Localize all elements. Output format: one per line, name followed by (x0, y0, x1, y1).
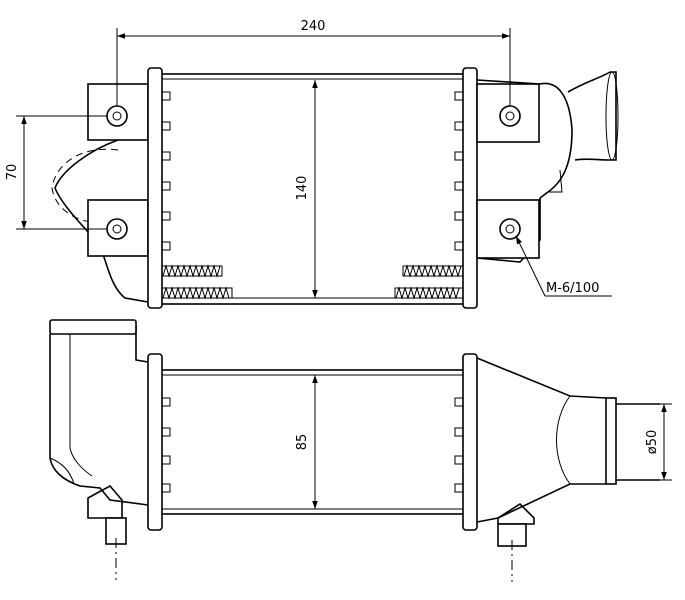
front-left-plate-tabs (162, 397, 171, 493)
left-outlet-tank (49, 334, 149, 506)
left-outlet-tank-bend (49, 457, 75, 485)
right-inlet-pipe-opening (605, 71, 619, 161)
right-end-plate (462, 67, 478, 309)
hole-spacing-dimension: 70 (5, 115, 107, 230)
right-tank-shape (476, 79, 573, 199)
right-inlet-pipe-front (605, 397, 617, 485)
front-left-end-plate (147, 353, 163, 531)
width-dimension: 240 (116, 19, 511, 106)
right-end-plate-tabs (454, 91, 463, 251)
left-foot-bracket (87, 484, 123, 519)
front-view: 85 ø50 (49, 319, 672, 582)
right-inlet-cone (476, 357, 607, 523)
left-lower-bracket (87, 199, 149, 257)
height-dimension-label: 140 (295, 176, 310, 201)
right-inlet-pipe (567, 71, 617, 161)
front-core-body (159, 369, 466, 515)
depth-dimension-label: 85 (295, 434, 310, 451)
pipe-diameter-dimension: ø50 (616, 403, 672, 481)
left-end-plate-tabs (162, 91, 171, 251)
bolt-hole-right-lower (499, 218, 521, 240)
right-lower-bracket (476, 199, 540, 259)
left-outlet-tank-inner (69, 334, 93, 477)
hole-spacing-dimension-label: 70 (5, 164, 20, 181)
right-tank-weld (548, 169, 563, 193)
left-tank-shape (54, 139, 149, 303)
core-body (159, 73, 466, 305)
right-fins (394, 264, 464, 300)
left-end-plate (147, 67, 163, 309)
thread-callout: M-6/100 (515, 235, 612, 297)
right-inlet-cone-curve (556, 395, 571, 485)
left-fins (161, 264, 233, 300)
height-dimension: 140 (295, 80, 318, 298)
pipe-diameter-dimension-label: ø50 (645, 430, 660, 455)
front-right-plate-tabs (454, 397, 463, 493)
thread-callout-label: M-6/100 (546, 281, 599, 296)
right-foot-bracket (497, 502, 535, 525)
left-outlet-pipe-flange (49, 319, 137, 335)
width-dimension-label: 240 (301, 19, 326, 34)
right-upper-bracket (476, 83, 540, 143)
front-right-end-plate (462, 353, 478, 531)
top-view: 240 140 70 M-6/100 (5, 19, 619, 309)
depth-dimension: 85 (295, 375, 318, 509)
